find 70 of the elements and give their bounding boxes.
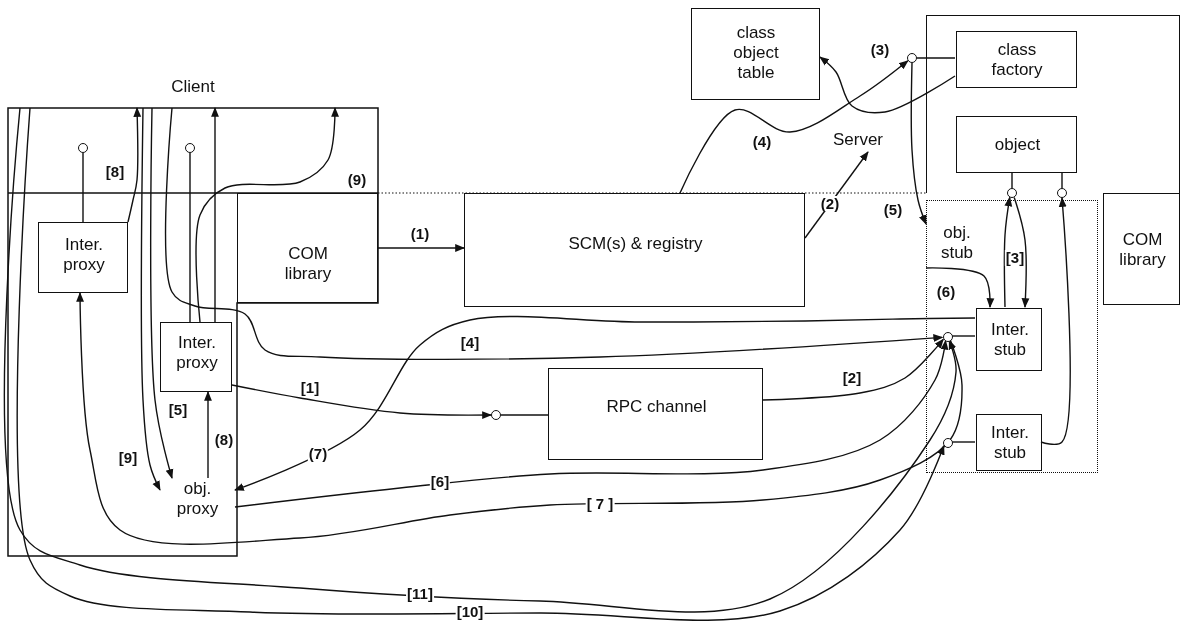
edge-label: [2] (841, 370, 863, 386)
edge-label: (5) (882, 202, 904, 218)
component-box (160, 322, 232, 392)
server-box (926, 15, 1180, 193)
connector-line (189, 152, 191, 323)
arrow (127, 107, 142, 223)
stub-region (926, 200, 1098, 473)
connector-line (951, 441, 976, 443)
edge-label: (1) (409, 226, 431, 242)
edge-label: [3] (1004, 250, 1026, 266)
interface-circle (1007, 188, 1017, 198)
edge-label: [5] (167, 402, 189, 418)
component-box (956, 116, 1077, 173)
edge-label: [10] (455, 604, 485, 620)
edge-label: [9] (117, 450, 139, 466)
edge-label: [11] (406, 586, 434, 602)
arrow (164, 107, 944, 361)
arrow (377, 244, 465, 252)
arrow (204, 391, 212, 479)
region-heading: Client (170, 77, 216, 97)
arrow (140, 107, 161, 491)
arrow (1013, 196, 1030, 308)
interface-circle (78, 143, 88, 153)
arrow (234, 339, 949, 508)
arrow (231, 384, 492, 419)
edge-label: (2) (819, 196, 841, 212)
component-box (976, 414, 1042, 471)
interface-circle (185, 143, 195, 153)
component-box (237, 193, 378, 303)
arrow (679, 60, 909, 194)
arrow (804, 151, 869, 239)
component-box (38, 222, 128, 293)
connector-line (82, 152, 84, 223)
component-box (976, 308, 1042, 371)
edge-label: [ 7 ] (585, 496, 615, 512)
interface-circle (943, 332, 953, 342)
connector-line (916, 57, 956, 59)
component-box (956, 31, 1077, 88)
component-box (464, 193, 805, 307)
interface-circle (907, 53, 917, 63)
component-box (1103, 193, 1180, 305)
arrow (150, 107, 174, 479)
arrow (195, 107, 339, 323)
connector-line (951, 335, 976, 337)
connector-line (1011, 171, 1013, 189)
arrow (234, 315, 976, 491)
connector-line (1061, 171, 1063, 189)
edge-label: [1] (299, 380, 321, 396)
component-box (691, 8, 820, 100)
arrow (762, 338, 944, 401)
arrow (910, 62, 927, 225)
interface-circle (1057, 188, 1067, 198)
edge-label: [6] (429, 474, 451, 490)
interface-circle (943, 438, 953, 448)
component-box (548, 368, 763, 460)
edge-label: (9) (346, 172, 368, 188)
arrow (819, 56, 956, 114)
edge-label: (7) (307, 446, 329, 462)
arrow (211, 107, 219, 323)
edge-label: (6) (935, 284, 957, 300)
edge-label: (8) (213, 432, 235, 448)
arrow (76, 292, 963, 545)
edge-label: (4) (751, 134, 773, 150)
connector-line (500, 414, 549, 416)
edge-label: [8] (104, 164, 126, 180)
arrow (1040, 197, 1071, 446)
edge-label: (3) (869, 42, 891, 58)
interface-circle (491, 410, 501, 420)
arrow (925, 267, 995, 308)
edge-label: [4] (459, 335, 481, 351)
